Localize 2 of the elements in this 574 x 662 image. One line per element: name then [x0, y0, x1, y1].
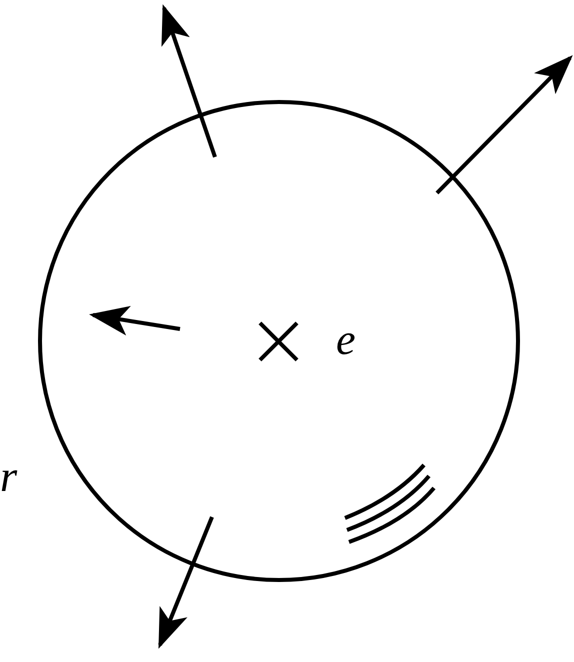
radius-label: r — [0, 455, 18, 499]
point-label: e — [336, 318, 356, 362]
